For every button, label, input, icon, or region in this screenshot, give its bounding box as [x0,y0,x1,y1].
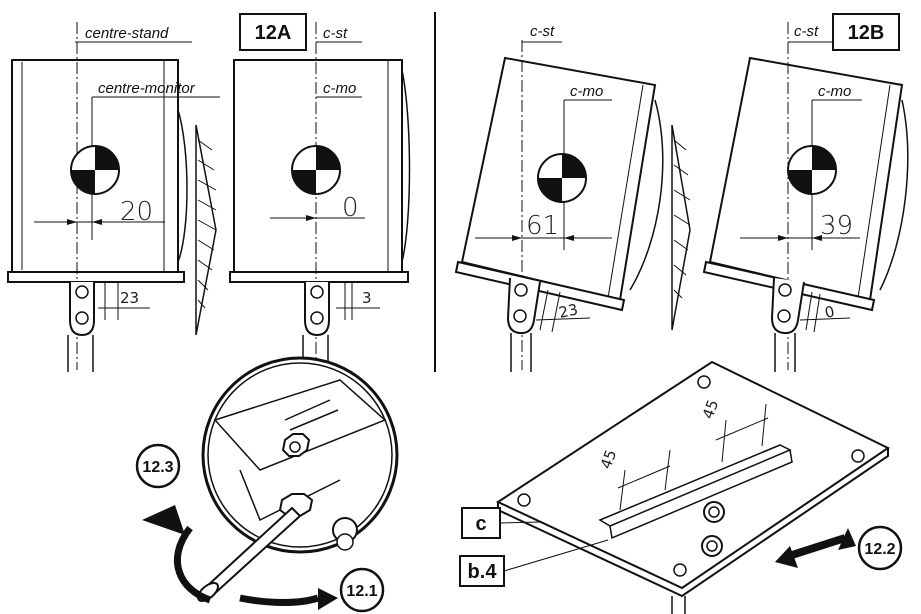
svg-text:12.2: 12.2 [864,541,895,558]
plate-dim-left: 45 [597,447,620,471]
step-badge-12-1: 12.1 [339,567,385,613]
svg-text:12B: 12B [848,22,885,44]
label-c-st-12b-right: c-st [794,23,819,40]
label-c-mo-12b-right: c-mo [818,83,851,100]
offset-value-12b-left: 61 [526,211,559,241]
bracket-value-12a-right: 3 [362,289,372,307]
detail-magnifier [201,356,399,554]
slide-arrow-icon [775,528,856,568]
bolt-icon [701,535,723,557]
label-centre-stand: centre-stand [85,25,169,42]
centre-of-gravity-icon [787,145,837,195]
cap-nut-icon [332,517,358,551]
label-centre-monitor: centre-monitor [98,80,196,97]
tilt-wedge [671,124,691,331]
label-c-st-12b-left: c-st [530,23,555,40]
bracket-value-12a-left: 23 [120,289,139,307]
callout-c: c [461,507,543,539]
bracket-value-12b-right: 0 [823,302,836,322]
bracket-value-12b-left: 23 [557,300,579,322]
fig-12b-left-view [454,40,664,372]
svg-text:12.3: 12.3 [142,459,173,476]
fig-12b-right-view [702,22,909,372]
step-badge-12-3: 12.3 [135,443,181,489]
offset-value-12a-left: 20 [120,197,153,227]
label-c-mo-12a: c-mo [323,80,356,97]
rotate-arrow-icon [173,525,212,604]
centre-of-gravity-icon [537,153,587,203]
svg-text:12.1: 12.1 [346,583,377,600]
label-c-mo-12b-left: c-mo [570,83,603,100]
bolt-icon [703,501,725,523]
centre-of-gravity-icon [291,145,341,195]
label-c-st-12a: c-st [323,25,348,42]
figure-label-12a: 12A [239,13,307,51]
offset-value-12a-right: 0 [342,193,359,223]
plate-dim-right: 45 [699,397,722,421]
rotate-arrow-icon [239,594,320,606]
offset-value-12b-right: 39 [820,211,853,241]
mounting-plate [495,360,890,614]
centre-of-gravity-icon [70,145,120,195]
hex-nut-icon [281,433,311,457]
svg-text:12A: 12A [255,22,292,44]
svg-text:b.4: b.4 [468,561,498,583]
callout-b4: b.4 [459,539,609,587]
svg-text:c: c [475,513,486,535]
step-badge-12-2: 12.2 [857,525,903,571]
fig-12a-left-view [7,22,220,372]
figure-label-12b: 12B [832,13,900,51]
arrowhead-icon [318,588,338,610]
arrowhead-icon [142,505,185,535]
fig-12a-right-view [229,22,411,372]
